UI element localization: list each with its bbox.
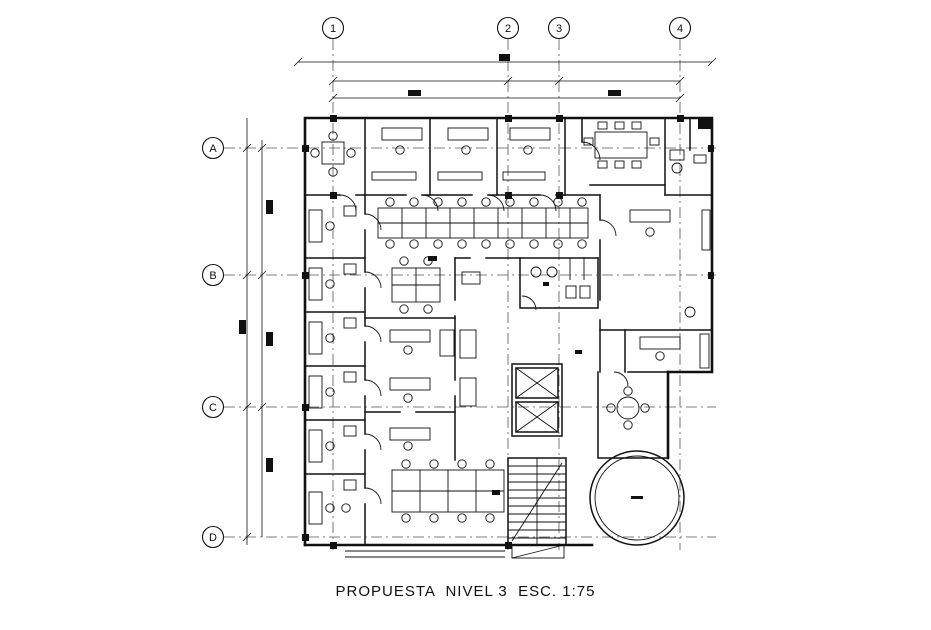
- column-bubble-3-label: 3: [556, 23, 562, 35]
- row-bubble-c-label: C: [209, 402, 217, 414]
- right-office-furniture: [629, 209, 711, 369]
- grid-bubbles: 1 2 3 4 A B C D: [201, 16, 692, 549]
- service-room-fixtures: [669, 149, 707, 174]
- row-bubble-a-label: A: [209, 143, 217, 155]
- column-bubble-1: [321, 16, 345, 40]
- row-bubble-c: [201, 395, 225, 419]
- row-bubble-b: [201, 263, 225, 287]
- stair-icon: [507, 457, 567, 559]
- annotation-marks: [428, 256, 582, 495]
- row-bubble-a: [201, 136, 225, 160]
- column-bubble-4: [668, 16, 692, 40]
- column-bubble-3: [547, 16, 571, 40]
- column-bubble-2-label: 2: [505, 23, 511, 35]
- structural-columns: [302, 115, 714, 549]
- workstation-bank-lower: [391, 459, 505, 523]
- left-office-furniture: [308, 205, 357, 525]
- plan-caption: PROPUESTA NIVEL 3 ESC. 1:75: [335, 583, 596, 600]
- conference-table: [583, 121, 660, 169]
- canopy-lines: [345, 550, 505, 558]
- row-bubble-d: [201, 525, 225, 549]
- round-table: [606, 386, 650, 430]
- dimension-lines: [239, 54, 717, 545]
- column-bubble-2: [496, 16, 520, 40]
- bathroom-fixtures: [530, 266, 591, 299]
- grid-axis-lines: [224, 39, 716, 550]
- middle-left-furniture: [389, 256, 481, 451]
- door-arcs: [339, 141, 629, 505]
- private-office-furniture: [310, 127, 551, 181]
- column-bubble-1-label: 1: [330, 23, 336, 35]
- column-bubble-4-label: 4: [677, 23, 683, 35]
- interior-walls: [304, 117, 713, 546]
- circular-stair-icon: [589, 450, 685, 546]
- elevator-icon: [515, 367, 559, 433]
- row-bubble-b-label: B: [209, 270, 216, 282]
- workstation-bank-upper: [377, 197, 589, 249]
- row-bubble-d-label: D: [209, 532, 217, 544]
